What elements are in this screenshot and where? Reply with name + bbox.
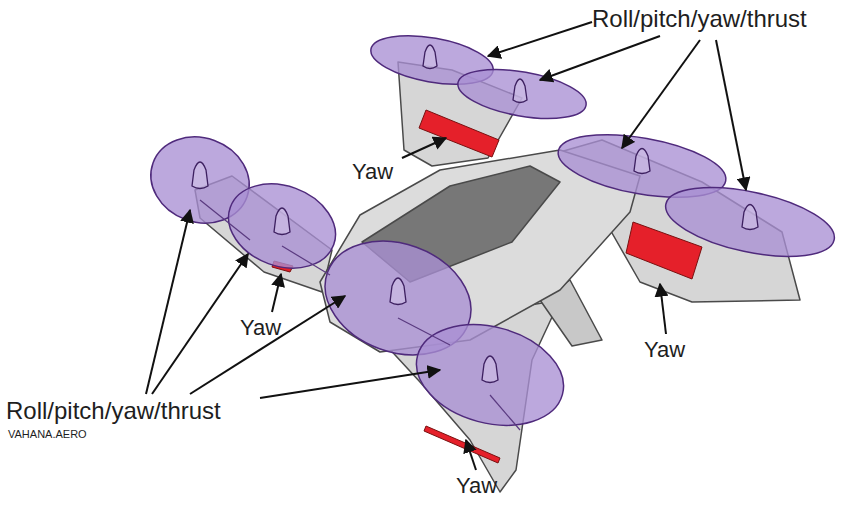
- callout-label: Yaw: [644, 338, 685, 362]
- credit-watermark: VAHANA.AERO: [8, 428, 87, 440]
- leader-arrow: [466, 440, 476, 470]
- leader-arrow: [272, 274, 281, 312]
- propeller-disc: [217, 170, 348, 283]
- propeller-disc: [405, 309, 575, 441]
- leader-arrow: [540, 36, 660, 80]
- leader-arrow: [660, 284, 666, 334]
- leader-arrow: [488, 22, 592, 56]
- motor-pod: [423, 45, 437, 69]
- leader-arrow: [146, 210, 190, 394]
- callout-label: Yaw: [240, 316, 281, 340]
- leader-arrow: [260, 370, 440, 398]
- motor-pod: [482, 356, 498, 383]
- motor-arm: [490, 395, 520, 430]
- yaw-flap: [424, 426, 500, 463]
- callout-label: Yaw: [352, 160, 393, 184]
- callout-label: Yaw: [456, 474, 497, 498]
- motor-pod: [274, 208, 290, 235]
- propeller-disc: [660, 175, 841, 269]
- motor-arm: [200, 200, 250, 240]
- callout-label: Roll/pitch/yaw/thrust: [592, 6, 807, 32]
- callout-label: Roll/pitch/yaw/thrust: [6, 398, 221, 424]
- leader-arrow: [622, 40, 700, 148]
- yaw-flap: [419, 110, 499, 157]
- motor-pod: [513, 79, 527, 103]
- motor-pod: [634, 149, 650, 174]
- motor-pod: [390, 278, 406, 305]
- motor-arm: [398, 318, 450, 345]
- leader-arrow: [716, 40, 746, 190]
- leader-arrow: [402, 138, 446, 158]
- motor-arm: [282, 246, 330, 275]
- leader-arrow: [190, 296, 345, 394]
- motor-pod: [192, 162, 208, 189]
- leader-arrow: [152, 254, 248, 394]
- motor-pod: [742, 205, 758, 230]
- propeller-disc: [454, 61, 590, 127]
